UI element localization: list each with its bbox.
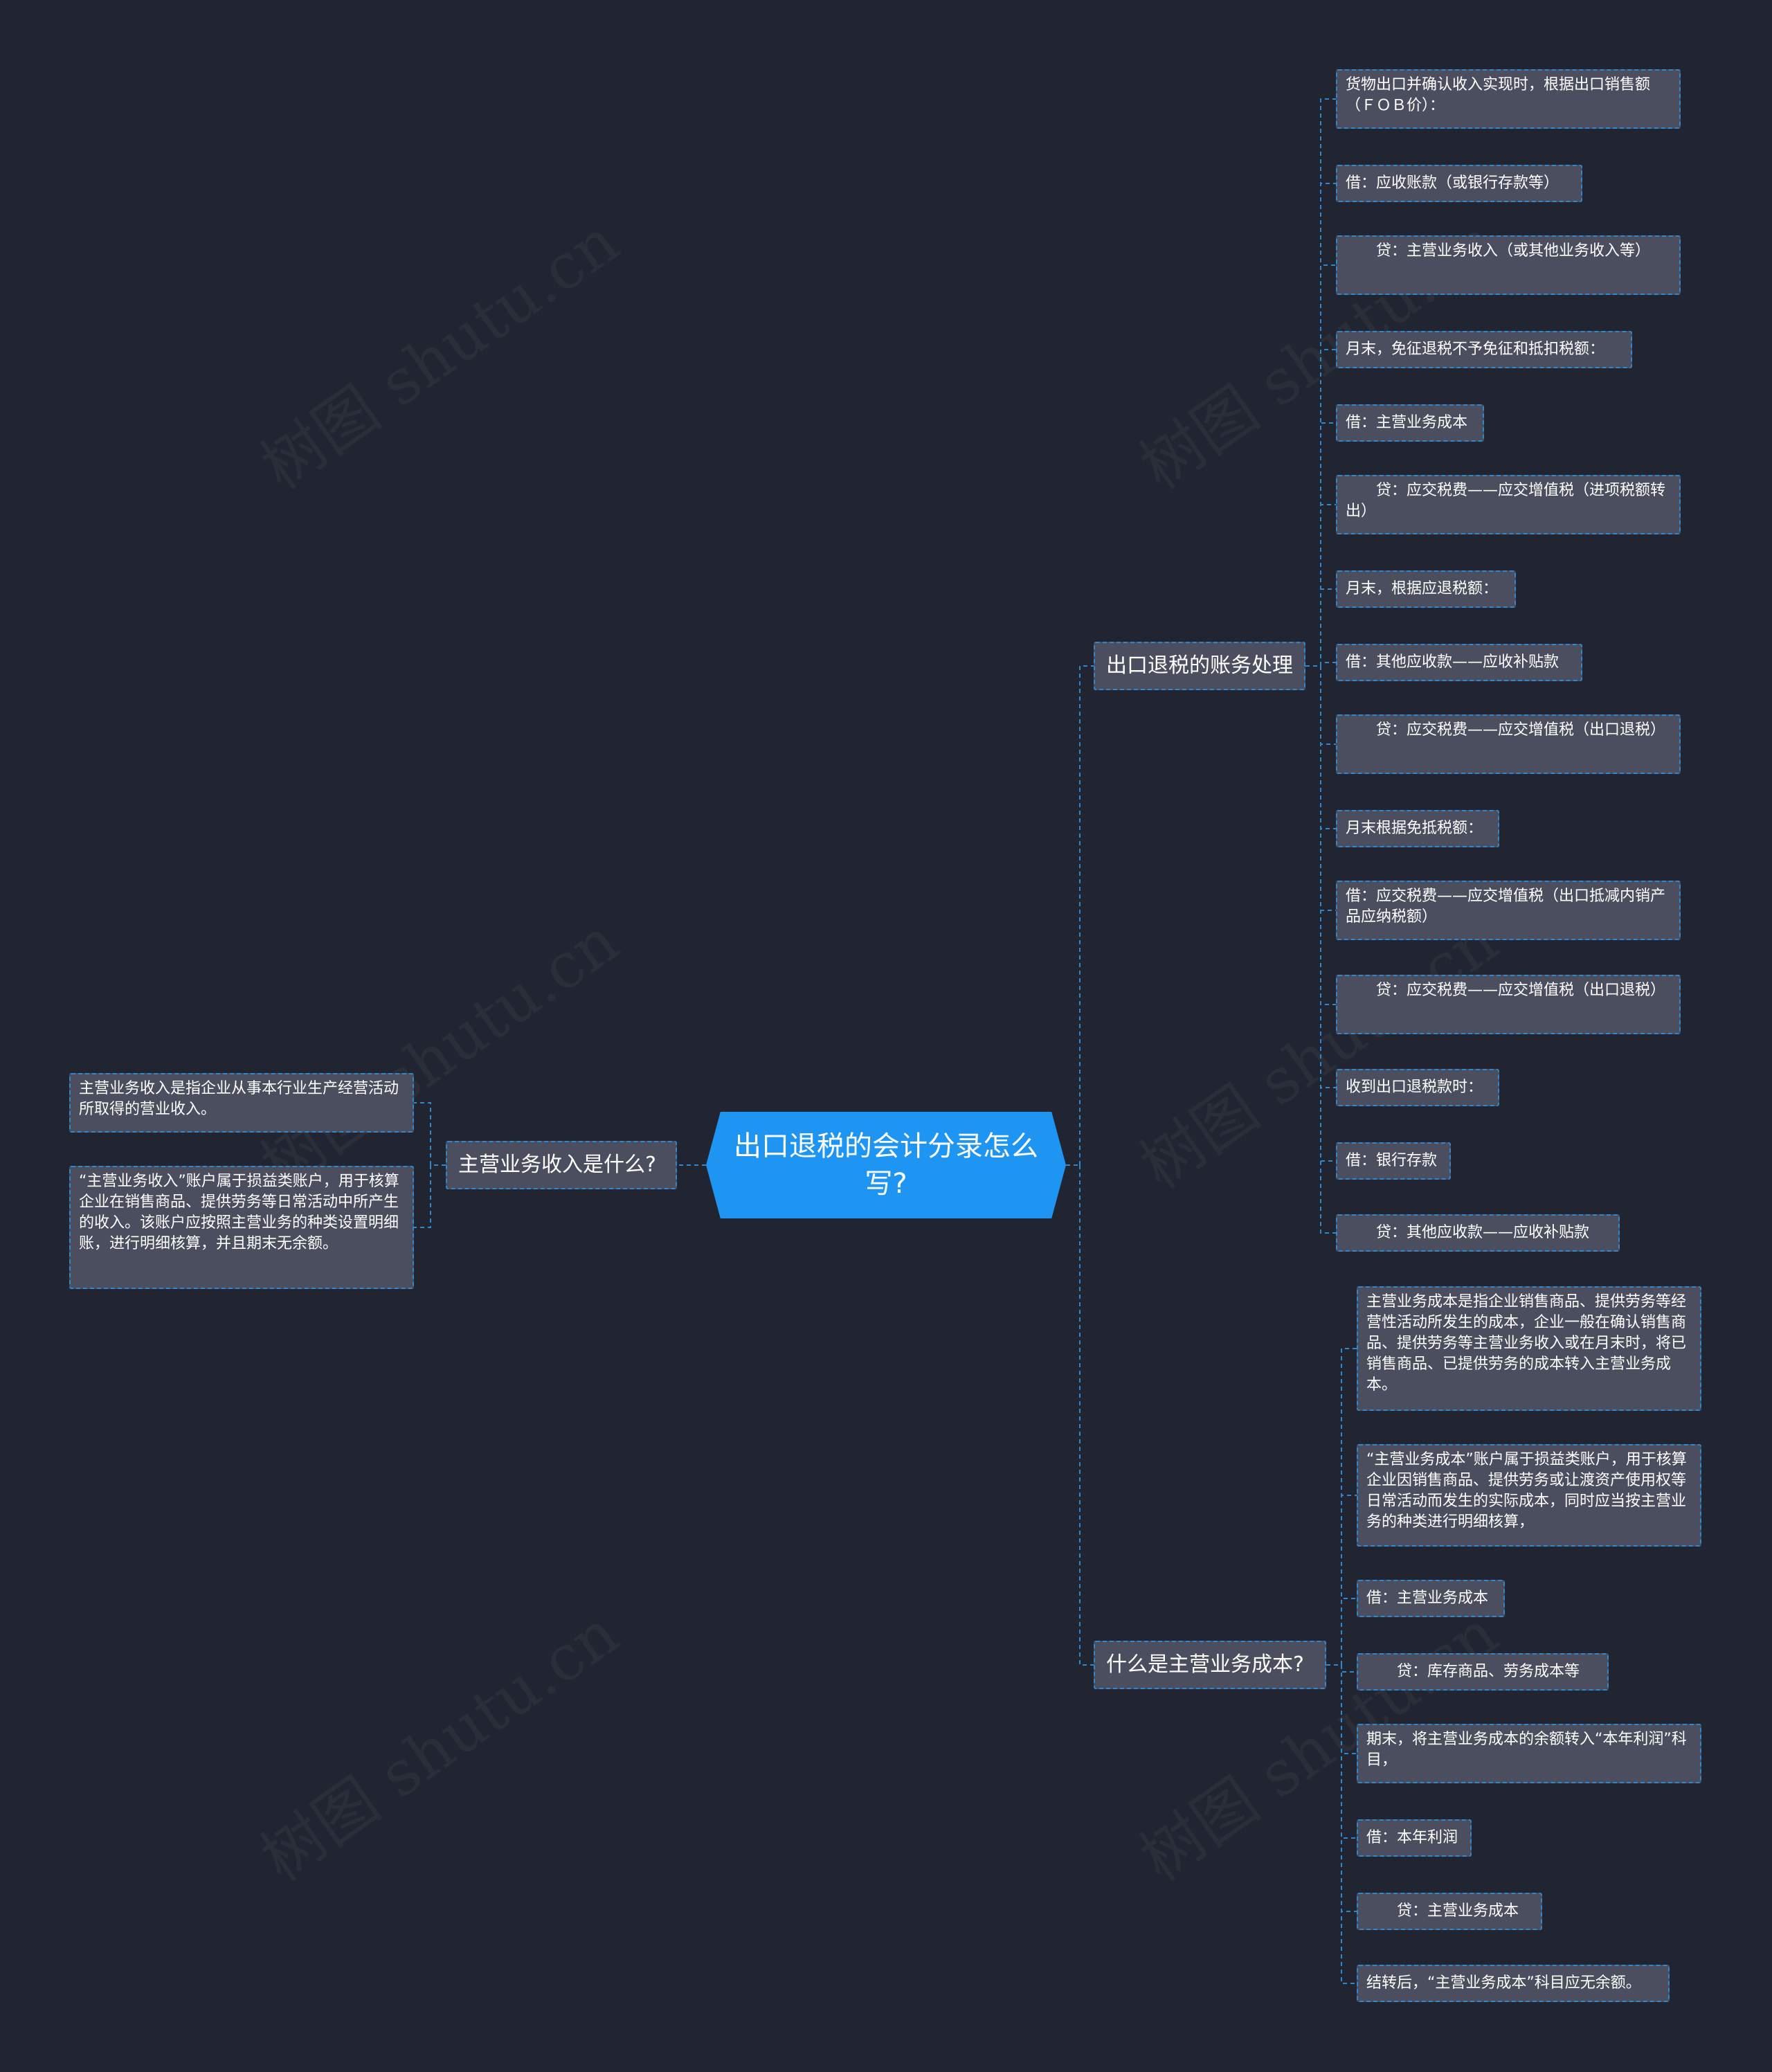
leaf-accounting-item[interactable]: 贷：应交税费——应交增值税（出口退税）: [1336, 975, 1681, 1034]
leaf-accounting-item[interactable]: 贷：主营业务收入（或其他业务收入等）: [1336, 235, 1681, 295]
leaf-accounting-item[interactable]: 月末根据免抵税额：: [1336, 810, 1499, 847]
connector-line: [1320, 666, 1336, 911]
connector-line: [1320, 264, 1336, 666]
leaf-accounting-item[interactable]: 借：应交税费——应交增值税（出口抵减内销产品应纳税额）: [1336, 881, 1681, 940]
connector-line: [1341, 1665, 1357, 1754]
connector-line: [1320, 666, 1336, 829]
root-topic[interactable]: 出口退税的会计分录怎么写?: [706, 1112, 1066, 1218]
branch-main-business-cost[interactable]: 什么是主营业务成本?: [1094, 1641, 1326, 1689]
leaf-revenue-item[interactable]: “主营业务收入”账户属于损益类账户，用于核算企业在销售商品、提供劳务等日常活动中…: [69, 1166, 414, 1289]
connector-line: [1320, 588, 1336, 666]
leaf-cost-item[interactable]: 借：主营业务成本: [1357, 1580, 1505, 1617]
leaf-accounting-item[interactable]: 货物出口并确认收入实现时，根据出口销售额（ＦＯＢ价）：: [1336, 69, 1681, 129]
leaf-accounting-item[interactable]: 借：其他应收款——应收补贴款: [1336, 644, 1582, 681]
connector-line: [1341, 1665, 1357, 1912]
connector-line: [1341, 1348, 1357, 1665]
connector-line: [1341, 1495, 1357, 1665]
connector-line: [1320, 349, 1336, 666]
connector-line: [1320, 666, 1336, 1234]
connector-line: [1320, 666, 1336, 1162]
leaf-accounting-item[interactable]: 借：主营业务成本: [1336, 404, 1484, 442]
leaf-cost-item[interactable]: 结转后，“主营业务成本”科目应无余额。: [1357, 1965, 1670, 2002]
connector-line: [1320, 662, 1336, 666]
connector-line: [1341, 1665, 1357, 1839]
leaf-accounting-item[interactable]: 收到出口退税款时：: [1336, 1069, 1499, 1106]
leaf-accounting-item[interactable]: 借：应收账款（或银行存款等）: [1336, 165, 1582, 202]
connector-line: [1320, 422, 1336, 666]
leaf-accounting-item[interactable]: 月末，根据应退税额：: [1336, 570, 1516, 608]
leaf-cost-item[interactable]: 期末，将主营业务成本的余额转入“本年利润”科目，: [1357, 1724, 1701, 1783]
connector-line: [1320, 666, 1336, 745]
connector-line: [1320, 666, 1336, 1005]
leaf-cost-item[interactable]: “主营业务成本”账户属于损益类账户，用于核算企业因销售商品、提供劳务或让渡资产使…: [1357, 1444, 1701, 1547]
connector-line: [1320, 504, 1336, 666]
connector-line: [1320, 666, 1336, 1088]
connector-line: [1079, 1165, 1094, 1666]
connector-line: [1320, 98, 1336, 666]
leaf-accounting-item[interactable]: 贷：应交税费——应交增值税（进项税额转出）: [1336, 475, 1681, 534]
connector-line: [1079, 665, 1094, 1165]
leaf-revenue-item[interactable]: 主营业务收入是指企业从事本行业生产经营活动所取得的营业收入。: [69, 1073, 414, 1133]
leaf-accounting-item[interactable]: 贷：应交税费——应交增值税（出口退税）: [1336, 714, 1681, 774]
leaf-accounting-item[interactable]: 借：银行存款: [1336, 1142, 1451, 1180]
connector-line: [1341, 1665, 1357, 1673]
leaf-cost-item[interactable]: 贷：主营业务成本: [1357, 1893, 1542, 1930]
connector-line: [1341, 1665, 1357, 1984]
leaf-cost-item[interactable]: 主营业务成本是指企业销售商品、提供劳务等经营性活动所发生的成本，企业一般在确认销…: [1357, 1286, 1701, 1411]
connector-line: [414, 1102, 431, 1165]
connector-line: [1341, 1598, 1357, 1665]
leaf-cost-item[interactable]: 借：本年利润: [1357, 1819, 1472, 1857]
connector-line: [414, 1165, 431, 1228]
leaf-accounting-item[interactable]: 贷：其他应收款——应收补贴款: [1336, 1214, 1620, 1252]
leaf-accounting-item[interactable]: 月末，免征退税不予免征和抵扣税额：: [1336, 331, 1632, 368]
branch-accounting[interactable]: 出口退税的账务处理: [1094, 642, 1305, 690]
leaf-cost-item[interactable]: 贷：库存商品、劳务成本等: [1357, 1653, 1609, 1691]
connector-line: [1320, 183, 1336, 666]
branch-main-business-revenue[interactable]: 主营业务收入是什么?: [446, 1141, 677, 1189]
